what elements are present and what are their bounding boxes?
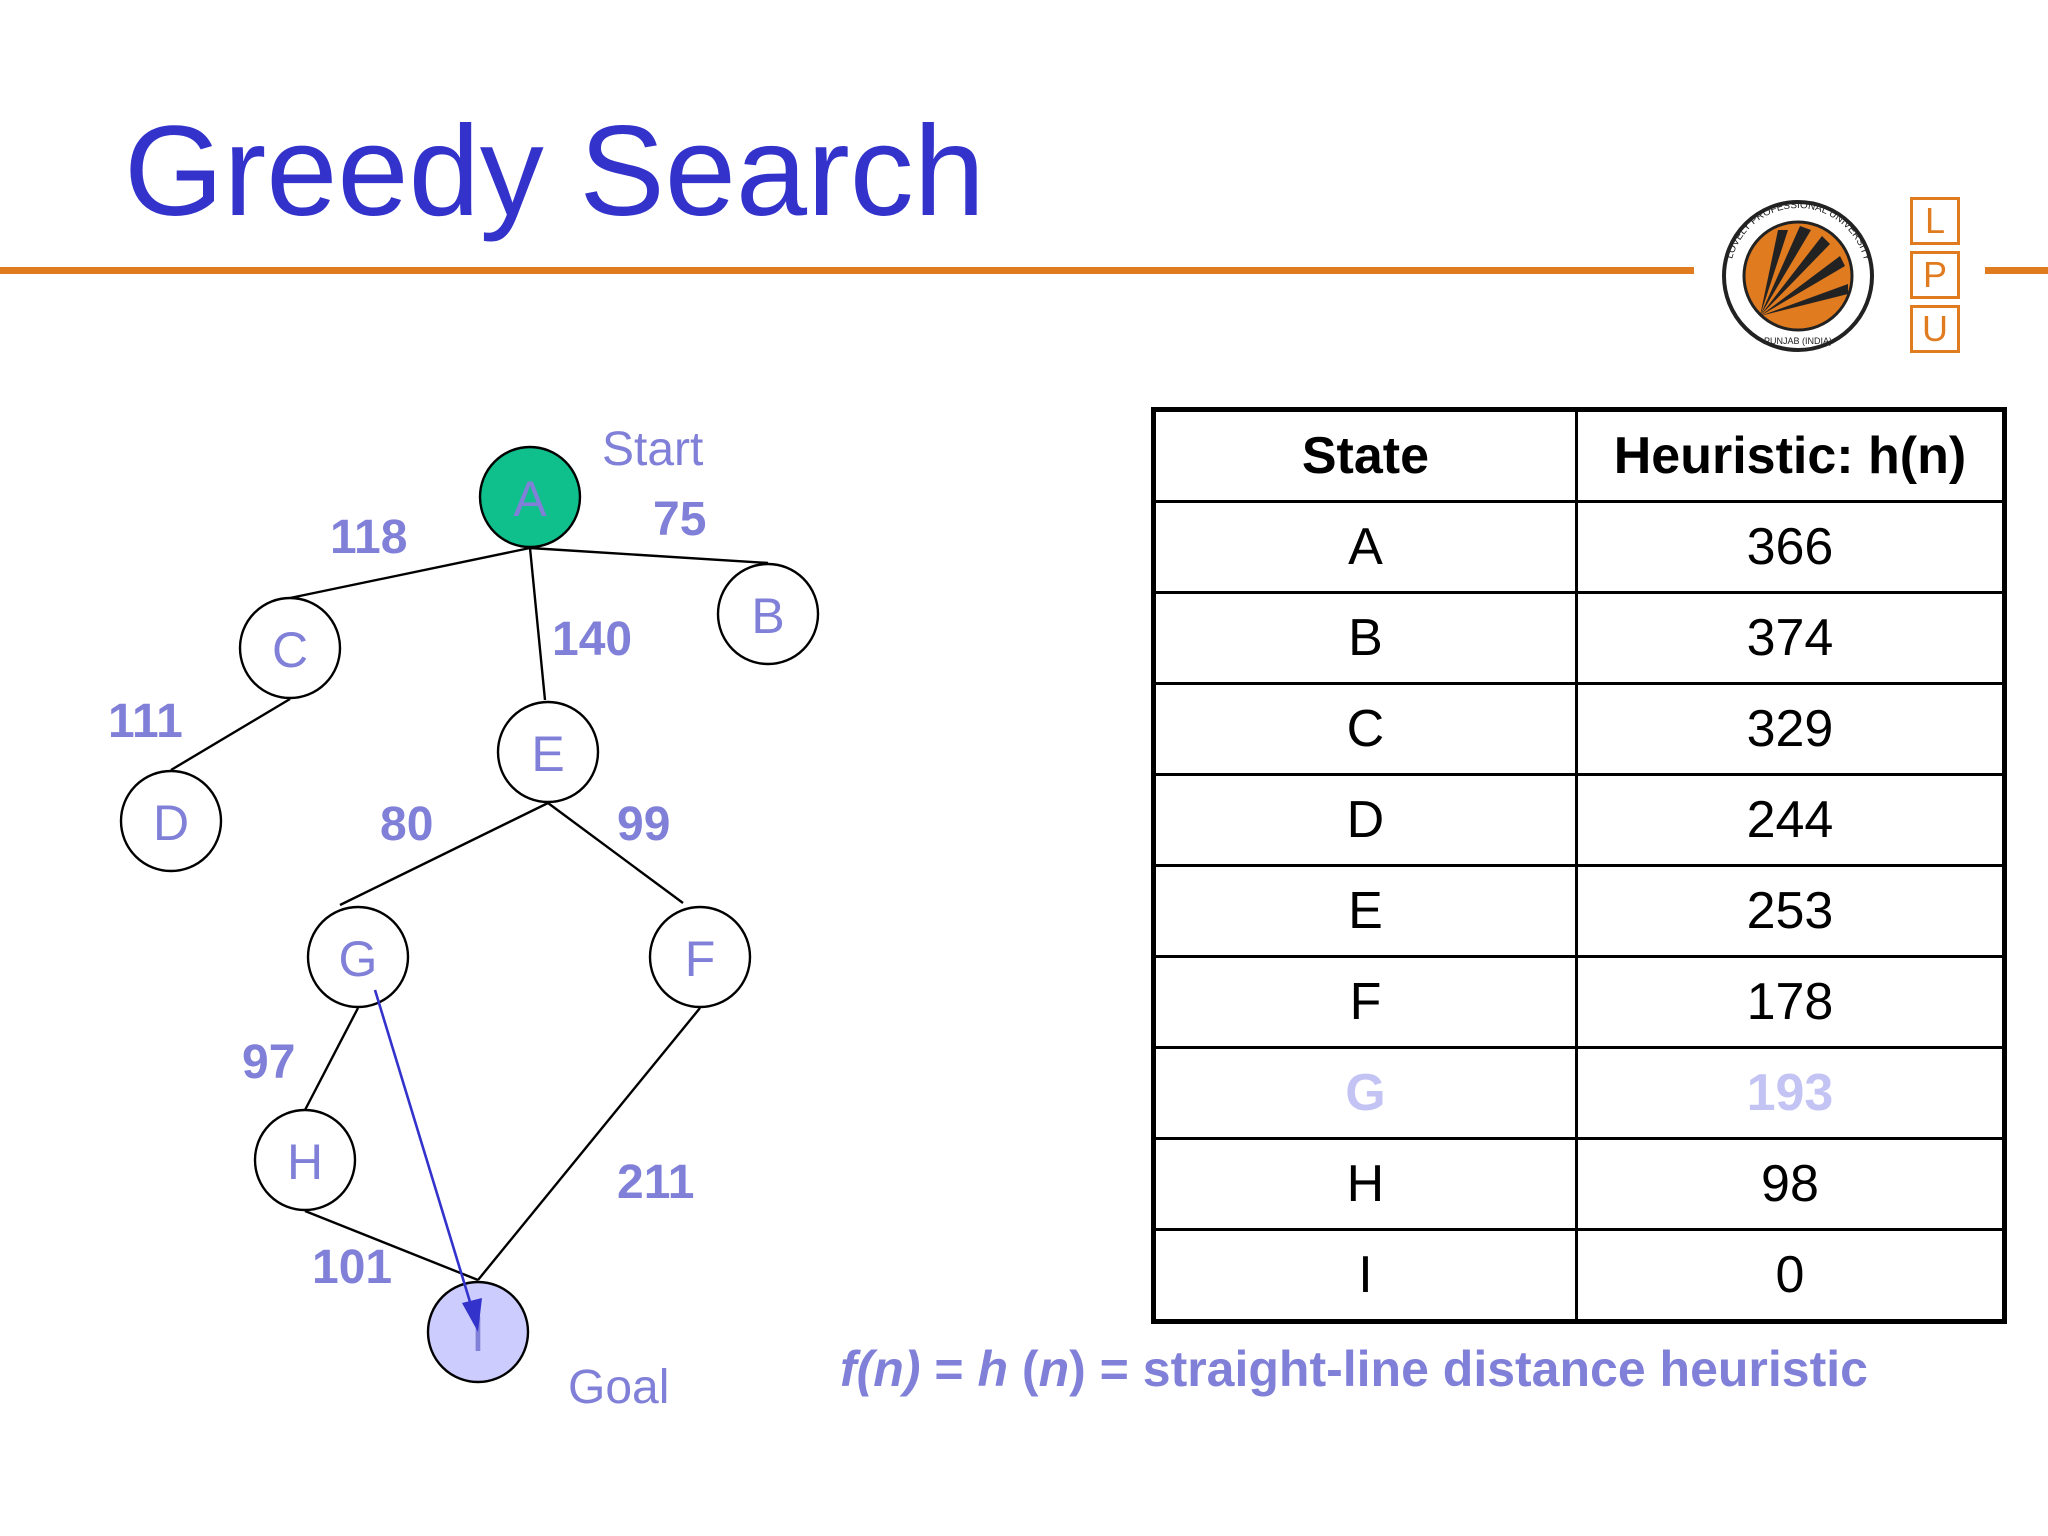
- university-seal-logo: LOVELY PROFESSIONAL UNIVERSITY PUNJAB (I…: [1722, 200, 1874, 352]
- edge-e-f: [547, 802, 684, 904]
- node-a: [478, 445, 582, 549]
- start-label: Start: [602, 423, 703, 476]
- edge-e-g: [339, 801, 549, 907]
- edge-g-h: [303, 1007, 360, 1111]
- graph-edges: [170, 546, 769, 1282]
- edge-weight-a-b: 75: [653, 493, 706, 546]
- edge-weight-c-d: 111: [108, 695, 183, 748]
- state-cell: B: [1152, 591, 1578, 685]
- edge-f-i: [477, 1007, 701, 1281]
- title-underline-right: [1985, 267, 2048, 274]
- edge-weight-e-g: 80: [380, 798, 433, 851]
- node-label-g: G: [339, 931, 378, 987]
- heuristic-cell: 193: [1574, 1046, 2007, 1140]
- node-d: [119, 769, 223, 873]
- node-label-c: C: [272, 622, 308, 678]
- edge-a-e: [528, 547, 547, 701]
- logo-letter-l: L: [1910, 197, 1960, 245]
- slide-title: Greedy Search: [124, 100, 985, 243]
- edge-weight-a-c: 118: [330, 511, 407, 564]
- node-g: [306, 905, 410, 1009]
- header-state: State: [1152, 408, 1578, 503]
- formula-fn: f(n): [840, 1341, 921, 1397]
- state-cell: A: [1152, 500, 1578, 594]
- node-b: [716, 562, 820, 666]
- path-arrow-line: [373, 989, 476, 1316]
- edge-weight-g-h: 97: [242, 1036, 295, 1089]
- heuristic-formula: f(n) = h (n) = straight-line distance he…: [840, 1340, 1868, 1398]
- state-cell: F: [1152, 955, 1578, 1049]
- heuristic-cell: 98: [1574, 1137, 2007, 1231]
- node-label-e: E: [531, 726, 564, 782]
- formula-n: n: [1038, 1341, 1070, 1397]
- formula-eq: =: [920, 1341, 978, 1397]
- edge-a-c: [289, 546, 531, 600]
- state-cell: I: [1152, 1228, 1578, 1323]
- node-h: [253, 1108, 357, 1212]
- formula-rest: ) = straight-line distance heuristic: [1069, 1341, 1868, 1397]
- heuristic-cell: 329: [1574, 682, 2007, 776]
- node-label-h: H: [287, 1134, 323, 1190]
- heuristic-cell: 253: [1574, 864, 2007, 958]
- edge-h-i: [304, 1209, 479, 1282]
- title-underline: [0, 267, 1694, 274]
- logo-letter-u: U: [1910, 305, 1960, 353]
- state-cell: C: [1152, 682, 1578, 776]
- goal-label: Goal: [568, 1361, 669, 1414]
- edge-weight-e-f: 99: [617, 798, 670, 851]
- heuristic-cell: 374: [1574, 591, 2007, 685]
- edge-a-b: [529, 546, 769, 565]
- heuristic-cell: 366: [1574, 500, 2007, 594]
- table-header-row: State Heuristic: h(n): [1152, 408, 2007, 503]
- state-cell: H: [1152, 1137, 1578, 1231]
- node-label-d: D: [153, 795, 189, 851]
- node-e: [496, 700, 600, 804]
- header-heuristic: Heuristic: h(n): [1574, 408, 2007, 503]
- path-arrow: [373, 989, 482, 1332]
- edge-c-d: [170, 697, 291, 772]
- formula-h: h: [977, 1341, 1009, 1397]
- svg-text:PUNJAB (INDIA): PUNJAB (INDIA): [1764, 336, 1832, 346]
- state-cell: D: [1152, 773, 1578, 867]
- heuristic-cell: 0: [1574, 1228, 2007, 1323]
- heuristic-cell: 244: [1574, 773, 2007, 867]
- formula-paren: (: [1008, 1341, 1039, 1397]
- edge-weight-h-i: 101: [312, 1241, 392, 1294]
- node-f: [648, 905, 752, 1009]
- heuristic-cell: 178: [1574, 955, 2007, 1049]
- arrowhead-icon: [462, 1298, 482, 1332]
- node-label-f: F: [685, 931, 716, 987]
- edge-weights: 118 75 140 111 80 99 97 101 211: [108, 493, 706, 1294]
- state-cell: E: [1152, 864, 1578, 958]
- logo-letter-p: P: [1910, 251, 1960, 299]
- state-cell: G: [1152, 1046, 1578, 1140]
- node-label-b: B: [751, 588, 784, 644]
- edge-weight-a-e: 140: [552, 613, 632, 666]
- lpu-letters-logo: L P U: [1910, 197, 1960, 359]
- edge-weight-f-i: 211: [617, 1156, 694, 1209]
- node-label-a: A: [513, 471, 547, 527]
- node-c: [238, 596, 342, 700]
